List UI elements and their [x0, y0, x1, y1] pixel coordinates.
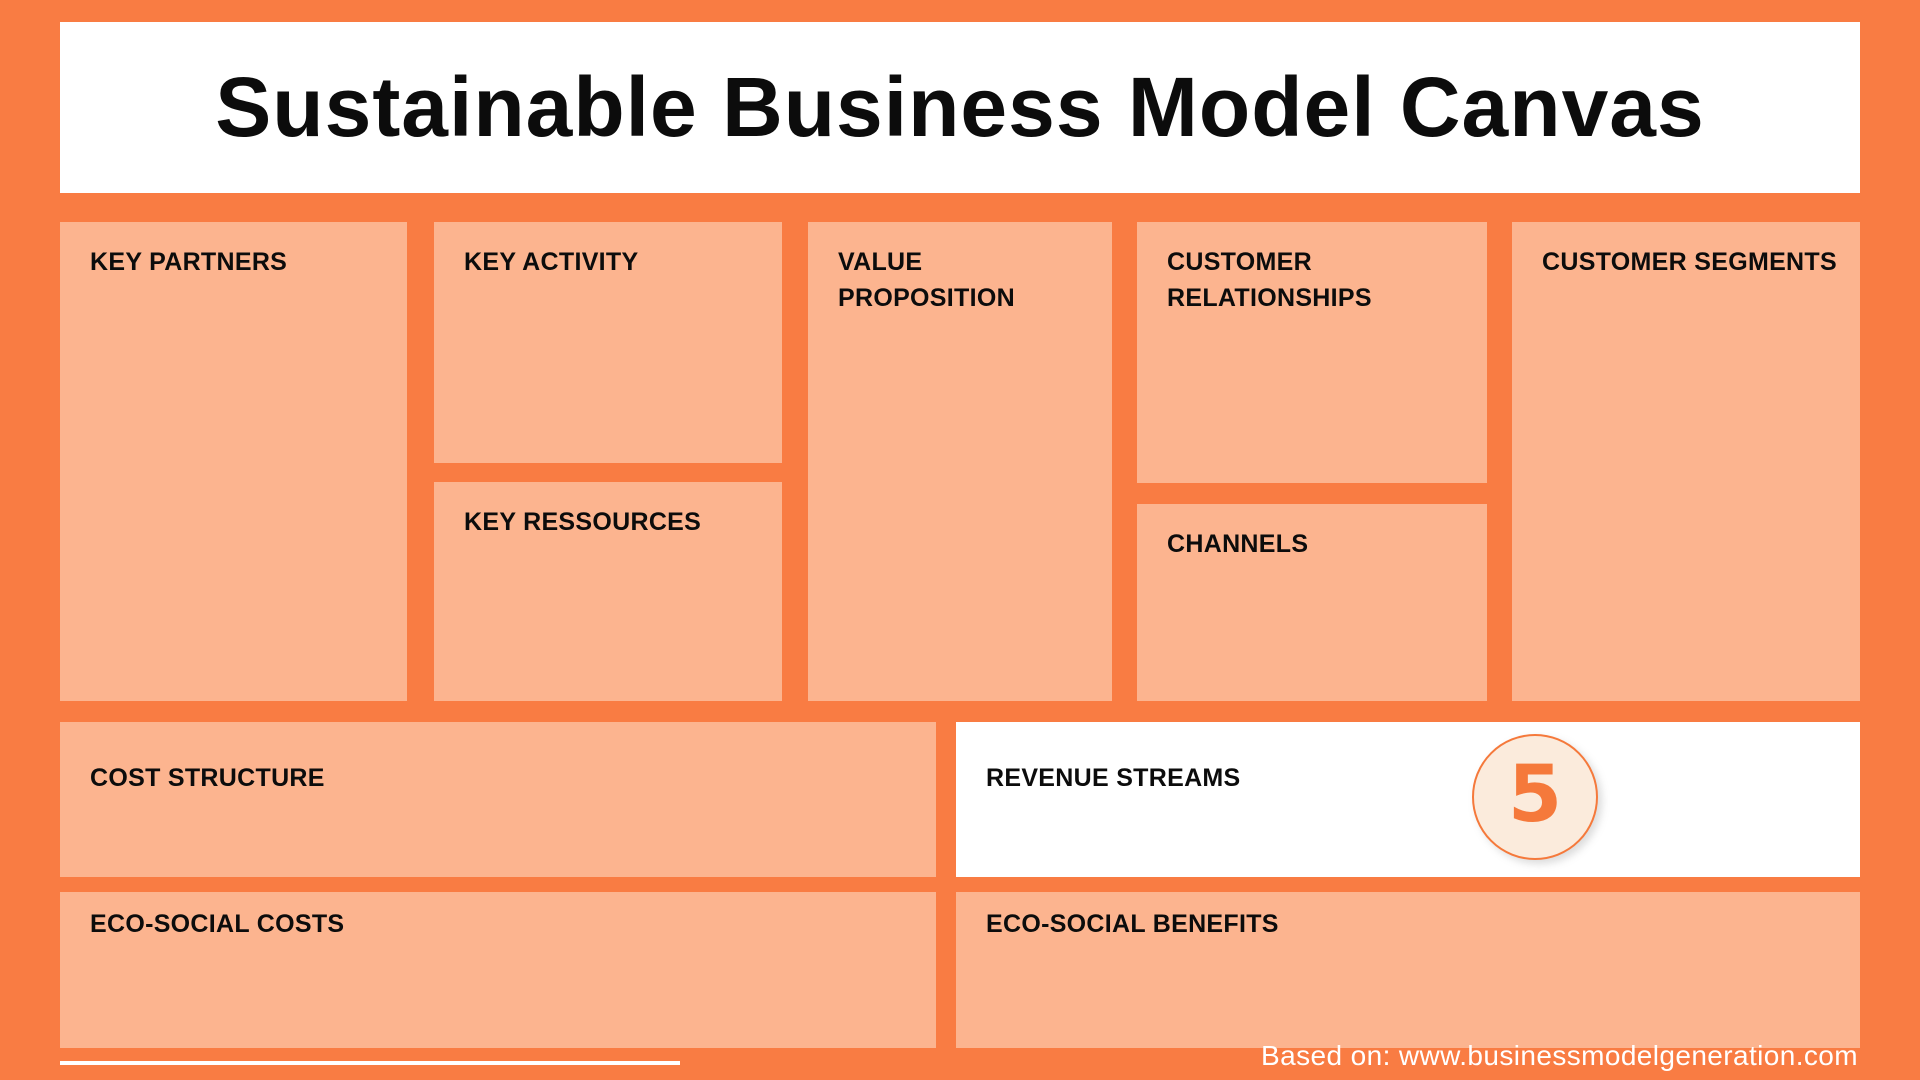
- section-key-ressources: KEY RESSOURCES: [434, 482, 782, 701]
- section-value-proposition-label: VALUE PROPOSITION: [838, 248, 1015, 313]
- section-revenue-streams: REVENUE STREAMS 5: [956, 722, 1860, 877]
- section-customer-segments: CUSTOMER SEGMENTS: [1512, 222, 1860, 701]
- section-key-activity-label: KEY ACTIVITY: [464, 248, 639, 276]
- section-key-ressources-label: KEY RESSOURCES: [464, 508, 702, 536]
- section-eco-social-costs: ECO-SOCIAL COSTS: [60, 892, 936, 1048]
- section-customer-segments-label: CUSTOMER SEGMENTS: [1542, 248, 1837, 276]
- section-channels-label: CHANNELS: [1167, 530, 1309, 558]
- step-number: 5: [1507, 750, 1563, 840]
- page-title: Sustainable Business Model Canvas: [215, 60, 1705, 154]
- step-number-badge: 5: [1472, 734, 1598, 860]
- section-cost-structure: COST STRUCTURE: [60, 722, 936, 877]
- title-bar: Sustainable Business Model Canvas: [60, 22, 1860, 193]
- credit-text: Based on: www.businessmodelgeneration.co…: [1261, 1040, 1858, 1071]
- section-key-partners-label: KEY PARTNERS: [90, 248, 288, 276]
- section-customer-relationships: CUSTOMER RELATIONSHIPS: [1137, 222, 1487, 483]
- section-key-activity: KEY ACTIVITY: [434, 222, 782, 463]
- section-key-partners: KEY PARTNERS: [60, 222, 407, 701]
- footer-divider-line: [60, 1061, 680, 1065]
- section-cost-structure-label: COST STRUCTURE: [90, 764, 325, 792]
- section-eco-social-costs-label: ECO-SOCIAL COSTS: [90, 910, 345, 938]
- section-value-proposition: VALUE PROPOSITION: [808, 222, 1112, 701]
- section-eco-social-benefits-label: ECO-SOCIAL BENEFITS: [986, 910, 1279, 938]
- section-customer-relationships-label: CUSTOMER RELATIONSHIPS: [1167, 248, 1372, 313]
- section-eco-social-benefits: ECO-SOCIAL BENEFITS: [956, 892, 1860, 1048]
- section-revenue-streams-label: REVENUE STREAMS: [986, 764, 1241, 792]
- section-channels: CHANNELS: [1137, 504, 1487, 701]
